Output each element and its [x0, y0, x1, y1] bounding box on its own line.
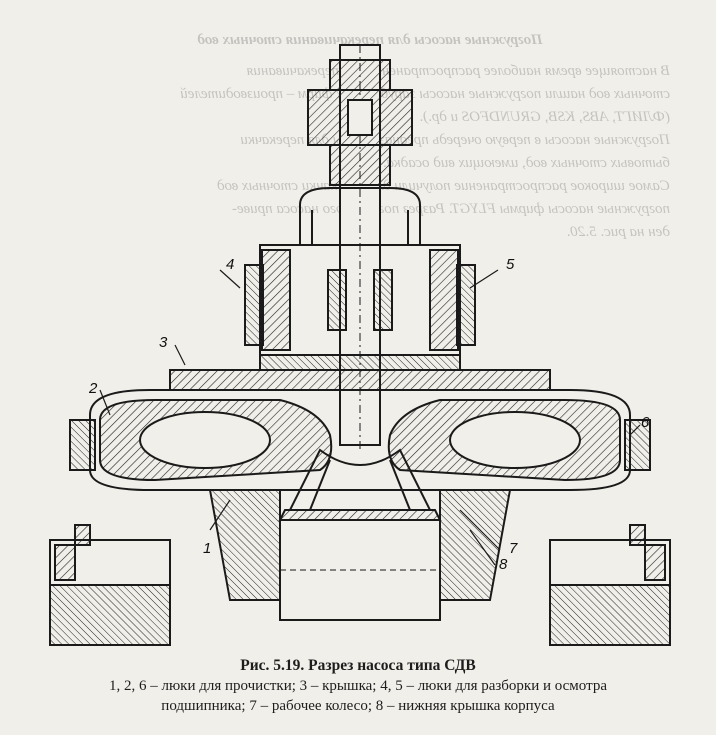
hatch-5: [456, 264, 476, 346]
volute-casing: [69, 389, 651, 491]
foundation-left: [49, 524, 171, 646]
callout-4: 4: [226, 256, 235, 273]
caption-legend-line-2: подшипника; 7 – рабочее колесо; 8 – нижн…: [161, 698, 555, 714]
callout-6: 6: [641, 414, 650, 431]
callout-8: 8: [499, 556, 508, 573]
callout-5: 5: [506, 256, 515, 273]
pump-cover: [169, 354, 551, 391]
impeller: [278, 448, 442, 521]
lower-cover: [208, 489, 512, 621]
coupling: [307, 59, 413, 186]
callout-2: 2: [89, 380, 98, 397]
figure-caption: Рис. 5.19. Разрез насоса типа СДВ 1, 2, …: [20, 656, 696, 716]
pump-section-drawing: [49, 44, 671, 646]
caption-legend-line-1: 1, 2, 6 – люки для прочистки; 3 – крышка…: [108, 678, 608, 694]
caption-title: Рис. 5.19. Разрез насоса типа СДВ: [240, 657, 476, 674]
pump-section-figure: [30, 40, 690, 660]
callout-7: 7: [509, 540, 518, 557]
leader-lines: [99, 269, 641, 566]
hatch-4: [244, 264, 264, 346]
callout-3: 3: [159, 334, 168, 351]
callout-1: 1: [203, 540, 212, 557]
foundation-right: [549, 524, 671, 646]
